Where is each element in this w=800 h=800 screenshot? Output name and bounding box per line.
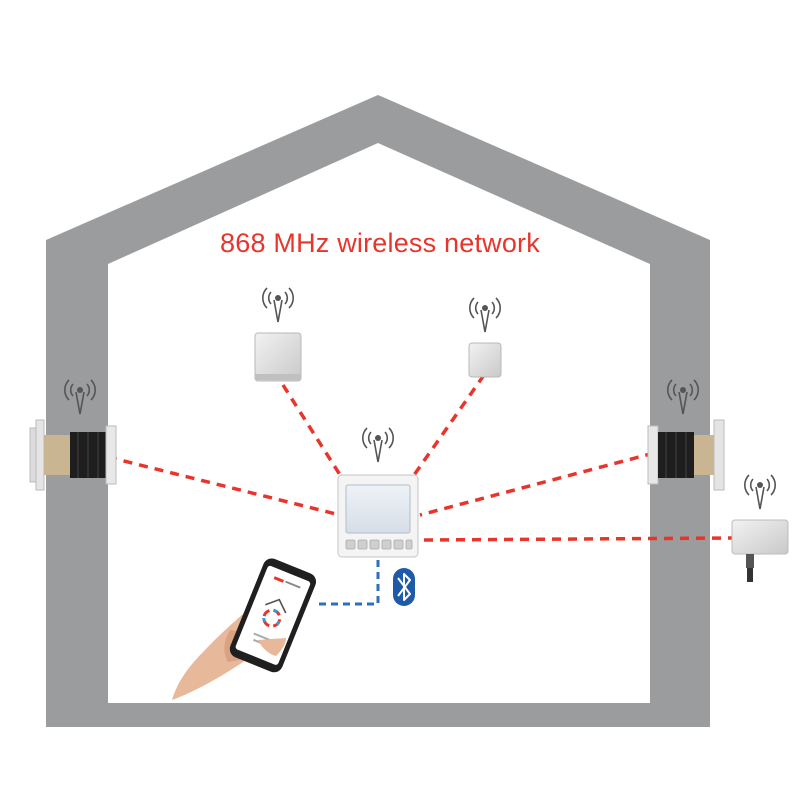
wireless-links xyxy=(107,373,735,542)
smartphone xyxy=(172,558,317,700)
link-sensor-right xyxy=(410,373,486,480)
link-right-unit xyxy=(419,451,655,517)
ventilation-unit-left xyxy=(29,419,117,491)
ventilation-unit-right xyxy=(647,419,725,491)
outdoor-sensor xyxy=(731,519,789,582)
link-sensor-left xyxy=(281,384,344,479)
bluetooth-link xyxy=(318,560,380,606)
link-outdoor-sensor xyxy=(423,536,735,542)
diagram-title: 868 MHz wireless network xyxy=(220,228,540,258)
antenna-icon xyxy=(743,474,777,510)
control-panel xyxy=(337,474,419,558)
house-interior xyxy=(108,143,650,703)
bluetooth-icon xyxy=(393,568,415,606)
sensor-box-right xyxy=(468,342,502,378)
link-left-unit xyxy=(107,455,341,517)
sensor-box-left xyxy=(254,332,302,382)
